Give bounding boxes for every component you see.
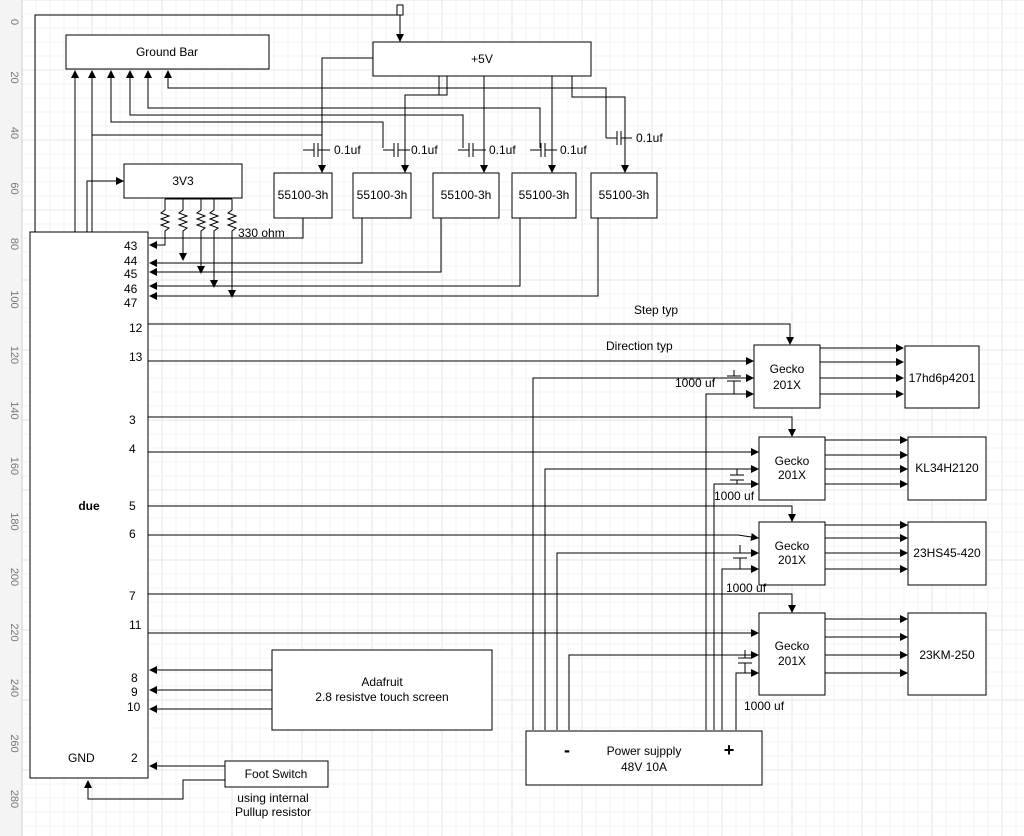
pin-43: 43 (124, 239, 138, 253)
opto-5-label: 55100-3h (599, 188, 650, 202)
gecko-2-line2: 201X (778, 468, 806, 482)
gecko-1-line1: Gecko (770, 362, 805, 376)
bulk-cap-labels: 1000 uf 1000 uf 1000 uf 1000 uf (675, 376, 785, 713)
grid (21, 0, 1024, 836)
gecko-3-line1: Gecko (775, 539, 810, 553)
opto-blocks: 55100-3h 55100-3h 55100-3h 55100-3h 5510… (273, 172, 658, 219)
opto-3-label: 55100-3h (441, 188, 492, 202)
plus5v-block: +5V (372, 41, 592, 77)
power-supply-block: Power sujpply 48V 10A - + (525, 730, 763, 786)
ruler-tick-label: 100 (8, 290, 20, 308)
pin-12: 12 (129, 321, 143, 335)
ruler-tick-label: 120 (8, 346, 20, 364)
step-typ-label: Step typ (634, 303, 678, 317)
cap-label-5: 0.1uf (636, 131, 663, 145)
bulk-caps (727, 370, 752, 673)
v3v3-block: 3V3 (123, 163, 243, 199)
pin-13: 13 (129, 350, 143, 364)
resistor-network (149, 198, 238, 298)
ruler-tick-label: 140 (8, 401, 20, 419)
power-line2: 48V 10A (621, 760, 667, 774)
adafruit-line1: Adafruit (361, 675, 403, 689)
pin-9: 9 (131, 685, 138, 699)
bulk-cap-label-3: 1000 uf (726, 581, 767, 595)
vertical-ruler: 0 20 40 60 80 100 120 140 160 180 200 220 240 260 280 (0, 0, 23, 836)
pin-44: 44 (124, 254, 138, 268)
foot-note-line2: Pullup resistor (235, 805, 311, 819)
ruler-tick-label: 220 (8, 623, 20, 641)
ruler-tick-label: 260 (8, 734, 20, 752)
ruler-tick-label: 20 (8, 71, 20, 83)
ground-bar-label: Ground Bar (136, 45, 198, 59)
bulk-cap-label-4: 1000 uf (744, 699, 785, 713)
bulk-cap-label-2: 1000 uf (714, 489, 755, 503)
power-plus: + (724, 740, 735, 760)
due-label: due (78, 499, 100, 513)
pin-3: 3 (129, 413, 136, 427)
motor-blocks: 17hd6p4201 KL34H2120 23HS45-420 23KM-250 (904, 345, 987, 696)
bulk-cap-label-1: 1000 uf (675, 376, 716, 390)
adafruit-block: Adafruit 2.8 resistve touch screen (271, 649, 493, 731)
cap-label-4: 0.1uf (560, 143, 587, 157)
opto-2-label: 55100-3h (357, 188, 408, 202)
decoupling-caps (303, 131, 632, 157)
opto-1-label: 55100-3h (278, 188, 329, 202)
cap-label-1: 0.1uf (334, 143, 361, 157)
foot-switch-block: Foot Switch using internal Pullup resist… (224, 760, 329, 819)
ruler-tick-label: 0 (8, 19, 20, 25)
due-pins: 43 44 45 46 47 12 13 3 4 5 6 7 11 8 9 10… (124, 239, 143, 765)
gecko-4-line2: 201X (778, 654, 806, 668)
gecko-2-line1: Gecko (775, 454, 810, 468)
due-gnd-label: GND (68, 751, 95, 765)
gecko-drivers: Gecko 201X Gecko 201X Gecko 201X Gecko 2… (753, 344, 826, 696)
cap-labels: 0.1uf 0.1uf 0.1uf 0.1uf 0.1uf 330 ohm (238, 131, 663, 240)
pin-45: 45 (124, 267, 138, 281)
ground-bar-block: Ground Bar (65, 34, 270, 70)
motor-3-label: 23HS45-420 (913, 546, 981, 560)
ruler-tick-label: 40 (8, 127, 20, 139)
motor-1-label: 17hd6p4201 (909, 371, 976, 385)
resistor-label: 330 ohm (238, 226, 285, 240)
opto-4-label: 55100-3h (519, 188, 570, 202)
pin-5: 5 (129, 499, 136, 513)
ruler-tick-label: 240 (8, 679, 20, 697)
pin-46: 46 (124, 282, 138, 296)
cap-label-3: 0.1uf (489, 143, 516, 157)
foot-note-line1: using internal (237, 791, 308, 805)
foot-switch-label: Foot Switch (245, 767, 308, 781)
v3v3-label: 3V3 (172, 174, 194, 188)
plus5v-label: +5V (471, 52, 493, 66)
cap-label-2: 0.1uf (411, 143, 438, 157)
gecko-1-line2: 201X (773, 378, 801, 392)
direction-typ-label: Direction typ (606, 339, 673, 353)
ruler-tick-label: 200 (8, 568, 20, 586)
pin-4: 4 (129, 442, 136, 456)
pin-11: 11 (129, 618, 142, 632)
power-minus: - (564, 740, 570, 760)
gecko-3-line2: 201X (778, 553, 806, 567)
pin-7: 7 (129, 589, 136, 603)
motor-2-label: KL34H2120 (915, 461, 979, 475)
gecko-4-line1: Gecko (775, 639, 810, 653)
power-line1: Power sujpply (607, 744, 682, 758)
pin-8: 8 (131, 671, 138, 685)
ruler-tick-label: 180 (8, 512, 20, 530)
pin-6: 6 (129, 527, 136, 541)
pin-47: 47 (124, 296, 138, 310)
due-block: due GND 43 44 45 46 47 12 13 3 4 5 6 7 1… (29, 231, 149, 779)
adafruit-line2: 2.8 resistve touch screen (315, 690, 448, 704)
ruler-tick-label: 80 (8, 238, 20, 250)
ruler-tick-label: 280 (8, 790, 20, 808)
pin-2: 2 (131, 751, 138, 765)
ruler-tick-label: 160 (8, 457, 20, 475)
pin-10: 10 (127, 700, 141, 714)
ruler-tick-label: 60 (8, 182, 20, 194)
motor-4-label: 23KM-250 (919, 648, 975, 662)
